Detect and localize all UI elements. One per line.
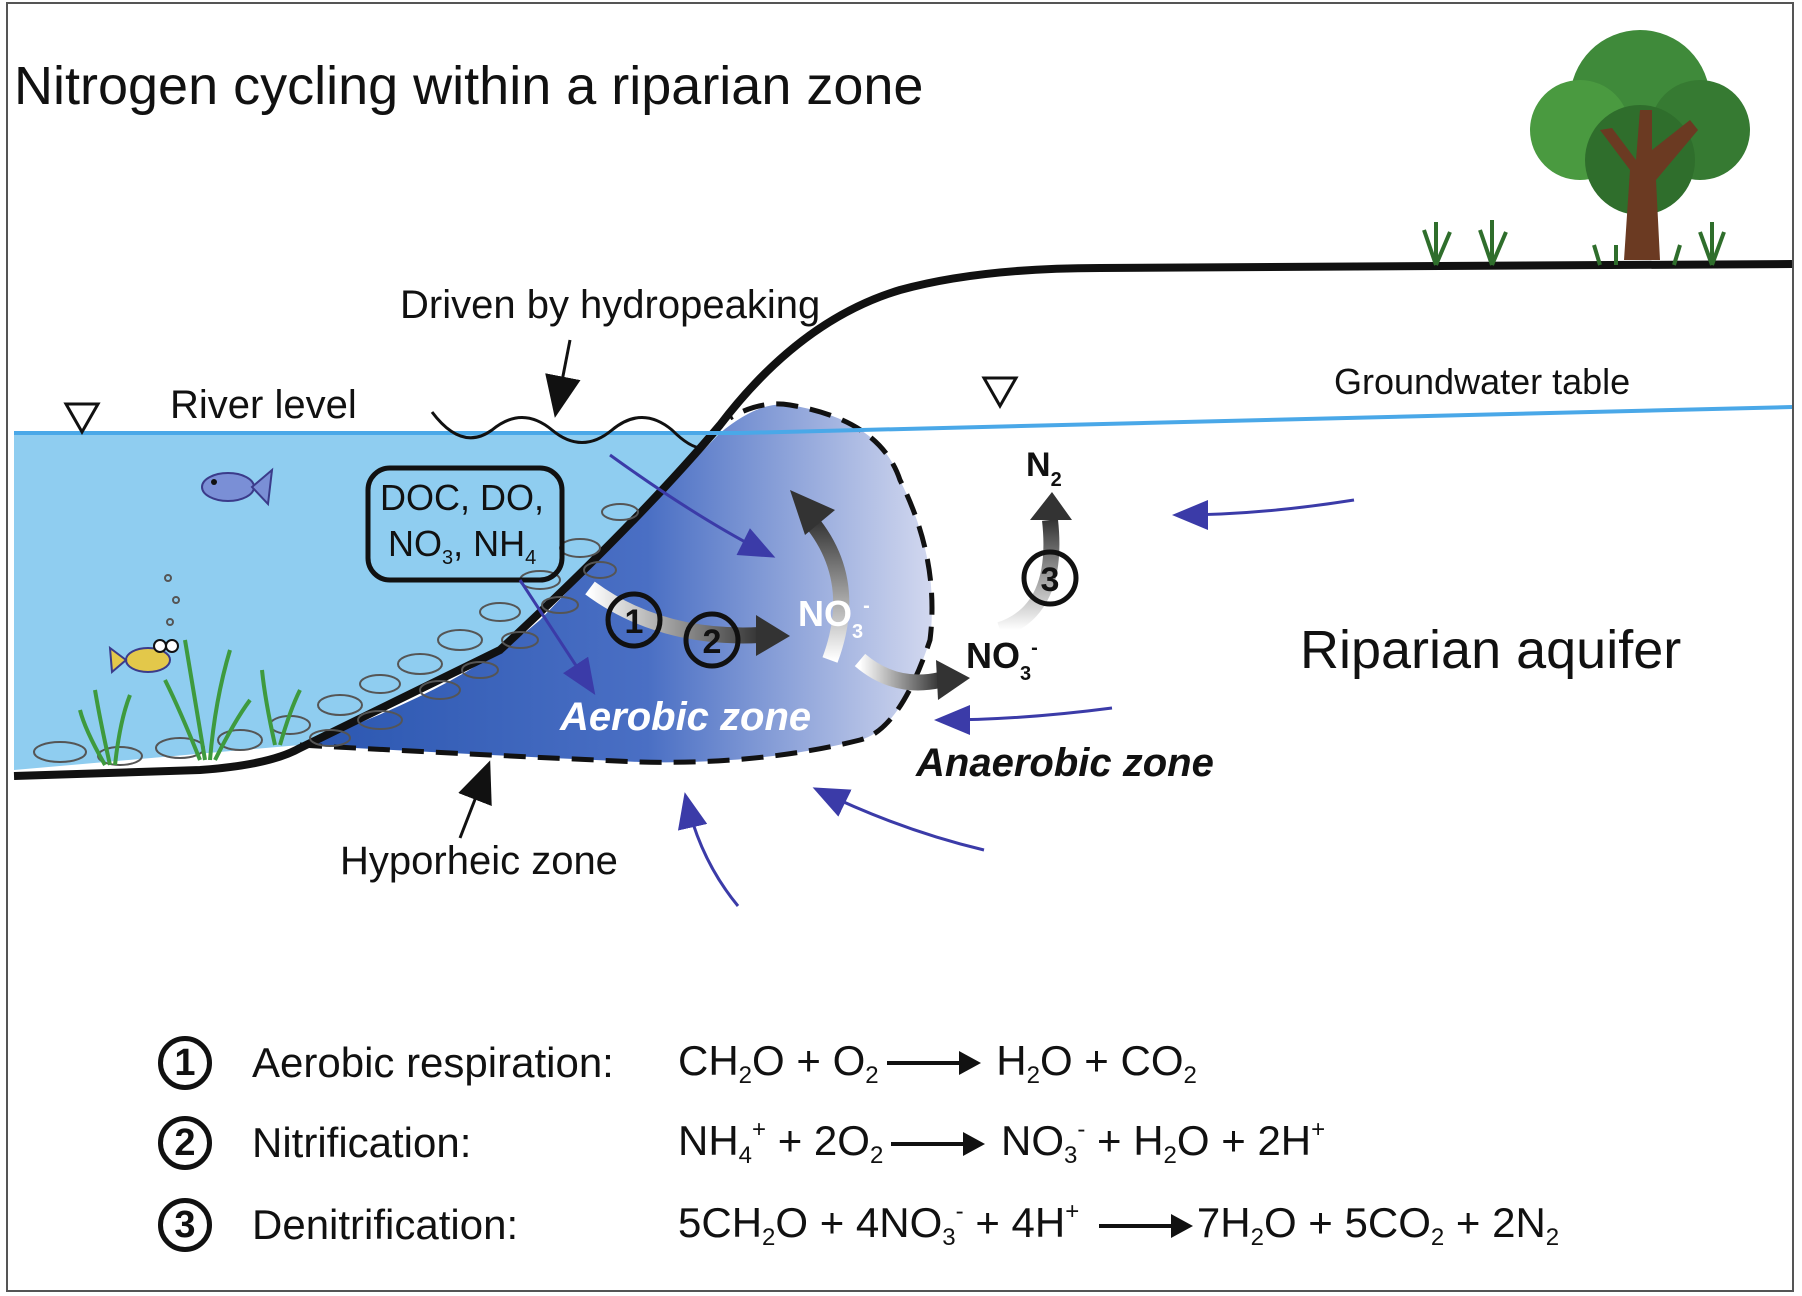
solutes-arrow bbox=[518, 579, 596, 696]
bubbles bbox=[164, 574, 180, 626]
svg-text:2: 2 bbox=[703, 623, 722, 661]
reaction-3-name: Denitrification: bbox=[252, 1201, 519, 1248]
svg-text:3: 3 bbox=[1041, 561, 1060, 599]
figure-frame bbox=[6, 2, 1794, 1292]
striped-fish bbox=[108, 639, 179, 675]
n2-label: N2 bbox=[1026, 446, 1062, 491]
step-2-marker: 2 bbox=[683, 611, 741, 669]
no3-label-aquifer: NO3- bbox=[966, 635, 1038, 685]
groundwater-level-marker-icon bbox=[981, 376, 1019, 410]
aerobic-zone-label: Aerobic zone bbox=[559, 695, 811, 739]
anaerobic-zone-label: Anaerobic zone bbox=[915, 741, 1214, 785]
groundwater-table-label: Groundwater table bbox=[1334, 361, 1630, 402]
reaction-arrow-3 bbox=[997, 519, 1060, 638]
riparian-aquifer-label: Riparian aquifer bbox=[1300, 620, 1681, 680]
water-plants bbox=[78, 639, 302, 766]
reaction-1-number: 1 bbox=[158, 1036, 212, 1090]
reaction-arrow-no3 bbox=[854, 653, 942, 691]
solutes-line-1: DOC, DO, bbox=[380, 477, 544, 518]
reaction-row-2: 2 Nitrification: NH4+ + 2O2 NO3- + H2O +… bbox=[158, 1116, 1325, 1170]
hydropeaking-wave bbox=[430, 411, 703, 450]
river-water bbox=[14, 433, 720, 770]
ground-surface bbox=[13, 260, 1793, 780]
grass-tufts bbox=[1422, 220, 1726, 266]
river-level-label: River level bbox=[170, 383, 357, 427]
reaction-arrow-up bbox=[803, 514, 850, 663]
reaction-1-name: Aerobic respiration: bbox=[252, 1039, 614, 1086]
step-3-marker: 3 bbox=[1021, 549, 1079, 607]
reaction-3-equation: 5CH2O + 4NO3- + 4H+ 7H2O + 5CO2 + 2N2 bbox=[678, 1198, 1560, 1251]
tree-icon bbox=[1530, 30, 1750, 260]
reaction-row-3: 3 Denitrification: 5CH2O + 4NO3- + 4H+ 7… bbox=[158, 1198, 1559, 1252]
page-title: Nitrogen cycling within a riparian zone bbox=[14, 56, 923, 116]
solutes-line-2: NO3, NH4 bbox=[388, 523, 536, 569]
reaction-3-number: 3 bbox=[158, 1198, 212, 1252]
solutes-box bbox=[365, 465, 565, 583]
hydropeaking-arrow bbox=[545, 339, 581, 418]
groundwater-flow-arrows bbox=[609, 453, 1355, 907]
blue-fish bbox=[201, 467, 274, 507]
no3-label-hyporheic: NO3- bbox=[798, 593, 870, 643]
hyporheic-zone bbox=[300, 404, 932, 763]
reaction-row-1: 1 Aerobic respiration: CH2O + O2 H2O + C… bbox=[158, 1036, 1197, 1090]
hyporheic-boundary bbox=[299, 401, 935, 765]
groundwater-table-line bbox=[739, 405, 1793, 435]
hydropeaking-label: Driven by hydropeaking bbox=[400, 283, 820, 327]
hyporheic-leader bbox=[458, 760, 492, 839]
reaction-1-equation: CH2O + O2 H2O + CO2 bbox=[678, 1036, 1197, 1089]
reaction-2-number: 2 bbox=[158, 1116, 212, 1170]
step-1-marker: 1 bbox=[605, 591, 663, 649]
river-level-marker-icon bbox=[63, 402, 101, 436]
svg-text:1: 1 bbox=[625, 603, 644, 641]
reaction-2-name: Nitrification: bbox=[252, 1119, 472, 1166]
reaction-2-equation: NH4+ + 2O2 NO3- + H2O + 2H+ bbox=[678, 1116, 1326, 1169]
hyporheic-zone-label: Hyporheic zone bbox=[340, 839, 618, 883]
